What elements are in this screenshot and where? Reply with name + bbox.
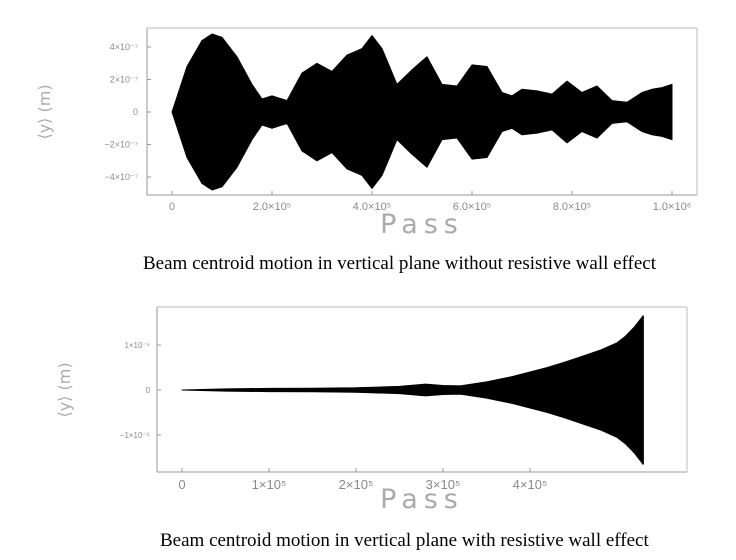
y-axis-label: ⟨y⟩ (m) <box>55 362 74 417</box>
signal-envelope <box>181 315 644 465</box>
y-tick-label: 0 <box>133 107 138 117</box>
x-tick-label: 4×10⁵ <box>513 477 548 492</box>
x-tick-label: 2.0×10⁵ <box>253 201 292 213</box>
x-tick-label: 3×10⁵ <box>426 477 461 492</box>
chart-caption-top: Beam centroid motion in vertical plane w… <box>143 253 657 274</box>
y-tick-label: −2×10⁻⁷ <box>104 140 138 150</box>
signal-envelope <box>171 33 673 191</box>
x-tick-label: 0 <box>178 477 185 492</box>
y-tick-label: 0 <box>146 386 151 395</box>
chart-caption-bottom: Beam centroid motion in vertical plane w… <box>160 530 649 551</box>
x-tick-label: 8.0×10⁵ <box>553 201 592 213</box>
x-tick-label: 4.0×10⁵ <box>353 201 392 213</box>
x-tick-label: 2×10⁵ <box>339 477 374 492</box>
x-tick-label: 0 <box>169 201 175 213</box>
y-tick-label: −4×10⁻⁷ <box>104 172 138 182</box>
x-tick-label: 1.0×10⁶ <box>653 201 691 213</box>
y-axis-label: ⟨y⟩ (m) <box>35 84 54 139</box>
y-tick-label: 4×10⁻⁷ <box>110 42 138 52</box>
chart-top: 4×10⁻⁷ 2×10⁻⁷ 0 −2×10⁻⁷ −4×10⁻⁷ 0 2.0×10⁵ 4.0×1… <box>35 27 698 240</box>
x-axis-label: Pass <box>380 209 464 240</box>
y-tick-label: 1×10⁻⁵ <box>124 341 150 350</box>
y-tick-label: −1×10⁻⁵ <box>120 431 150 440</box>
y-tick-label: 2×10⁻⁷ <box>110 75 138 85</box>
x-axis-label: Pass <box>380 484 464 515</box>
x-tick-label: 6.0×10⁵ <box>453 201 492 213</box>
x-tick-label: 1×10⁵ <box>252 477 287 492</box>
chart-bottom: 1×10⁻⁵ 0 −1×10⁻⁵ 0 1×10⁵ 2×10⁵ 3×10⁵ 4×10⁵ Pass ⟨… <box>55 306 688 515</box>
